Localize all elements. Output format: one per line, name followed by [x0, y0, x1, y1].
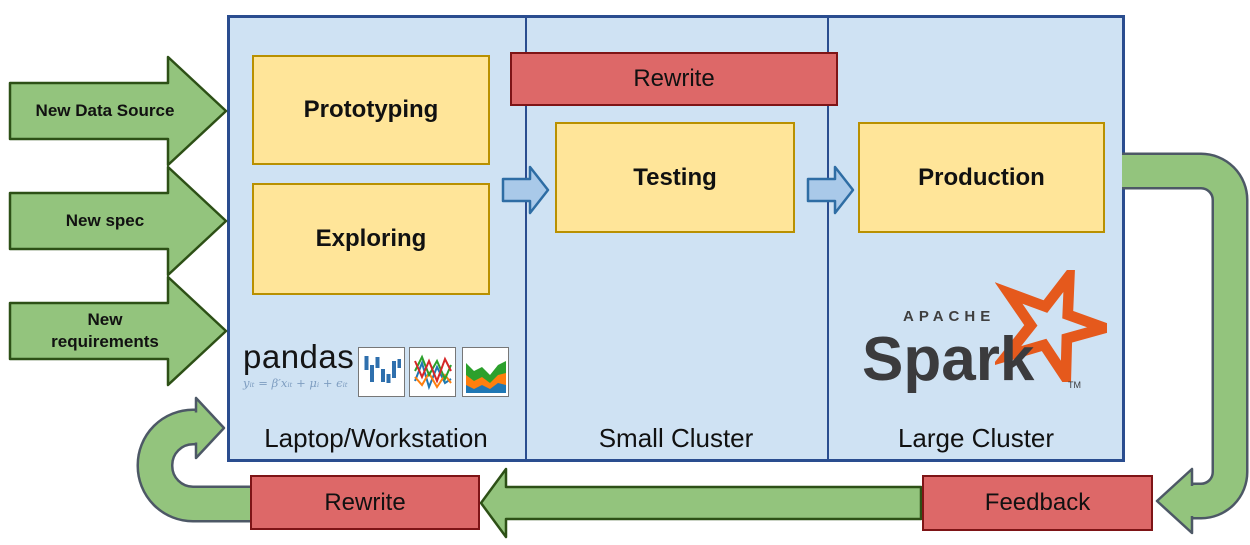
production-box: Production: [858, 122, 1105, 233]
feedback-to-rewrite-arrow: [479, 467, 923, 539]
spark-apache-label: APACHE: [903, 308, 996, 325]
input-label-new-data-source: New Data Source: [35, 101, 175, 120]
feedback-label: Feedback: [984, 489, 1091, 516]
rewrite-bottom-label: Rewrite: [324, 488, 406, 516]
input-label-new-spec: New spec: [65, 211, 145, 230]
exploring-box: Exploring: [252, 183, 490, 295]
spark-logo: Spark: [862, 325, 1035, 394]
testing-label: Testing: [633, 163, 717, 191]
spark-tm-label: TM: [1068, 380, 1081, 390]
pandas-formula: yᵢₜ = β′xᵢₜ + μᵢ + ϵᵢₜ: [243, 376, 348, 390]
section-label-small-cluster: Small Cluster: [598, 423, 754, 453]
bar-chart-icon: [358, 347, 405, 397]
section-divider-2: [827, 15, 829, 462]
section-label-laptop-workstation: Laptop/Workstation: [264, 423, 488, 453]
production-label: Production: [918, 163, 1045, 191]
rewrite-top-banner: Rewrite: [510, 52, 838, 106]
feedback-box: Feedback: [922, 475, 1153, 531]
line-chart-icon: [409, 347, 456, 397]
prototyping-label: Prototyping: [303, 96, 439, 123]
rewrite-bottom-box: Rewrite: [250, 475, 480, 530]
testing-box: Testing: [555, 122, 795, 233]
section-divider-1: [525, 15, 527, 462]
rewrite-top-label: Rewrite: [633, 65, 715, 92]
exploring-label: Exploring: [315, 225, 427, 252]
prototyping-box: Prototyping: [252, 55, 490, 165]
spark-star-icon: [995, 270, 1107, 382]
input-label-new-requirements: New requirements: [51, 310, 159, 351]
section-label-large-cluster: Large Cluster: [897, 423, 1055, 453]
pandas-logo: pandas: [243, 338, 355, 375]
area-chart-icon: [462, 347, 509, 397]
